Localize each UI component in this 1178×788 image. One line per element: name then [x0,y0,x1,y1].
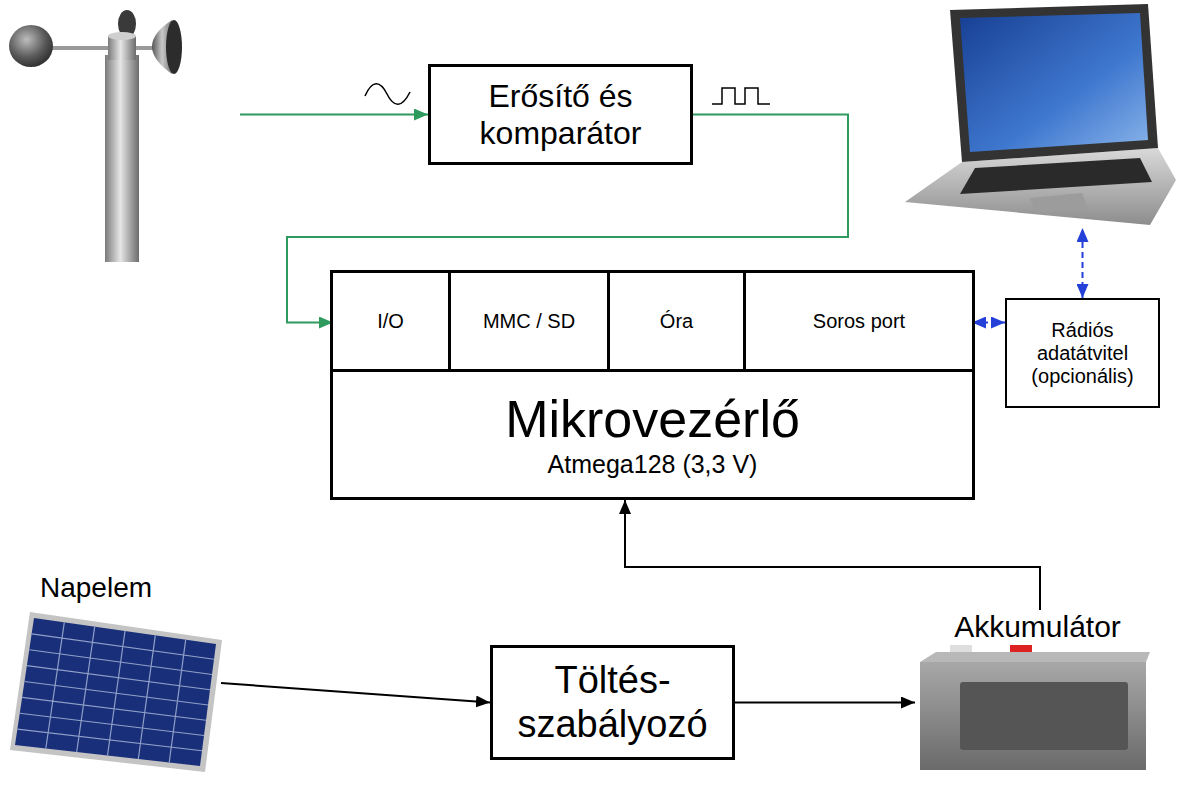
amplifier-box: Erősítő és komparátor [428,64,693,165]
box-text: Rádiós adatátvitel (opcionális) [1015,319,1150,388]
box-text: Mikrovezérlő [505,390,800,450]
port-cell: Óra [610,273,746,372]
anemometer-node [0,0,240,262]
battery-node: Akkumulátor [915,610,1160,778]
port-cell: I/O [333,273,451,372]
connector [1082,228,1084,298]
radio-box: Rádiós adatátvitel (opcionális) [1005,298,1160,408]
component-label: Akkumulátor [954,610,1121,645]
solar-panel-node: Napelem [10,572,235,777]
laptop [905,4,1176,225]
connector [221,683,490,703]
port-label: I/O [377,310,404,333]
charge-controller-box: Töltés- szabályozó [490,645,735,760]
port-label: Soros port [813,310,905,333]
port-cell: Soros port [746,273,972,372]
component-label: Napelem [40,572,152,604]
solar-panel [10,612,222,772]
port-label: MMC / SD [483,310,575,333]
box-text: Töltés- szabályozó [501,659,724,746]
microcontroller-box: MikrovezérlőAtmega128 (3,3 V) I/O MMC / SD… [330,270,975,500]
connector [240,114,428,116]
anemometer [9,10,182,262]
port-cell: MMC / SD [451,273,610,372]
box-text: Erősítő és komparátor [439,78,682,152]
connector [972,322,1005,324]
box-text: Atmega128 (3,3 V) [548,450,758,479]
laptop-node [905,0,1175,228]
battery [920,645,1150,770]
connector [735,702,915,704]
port-label: Óra [660,310,693,333]
connector [625,500,1040,610]
